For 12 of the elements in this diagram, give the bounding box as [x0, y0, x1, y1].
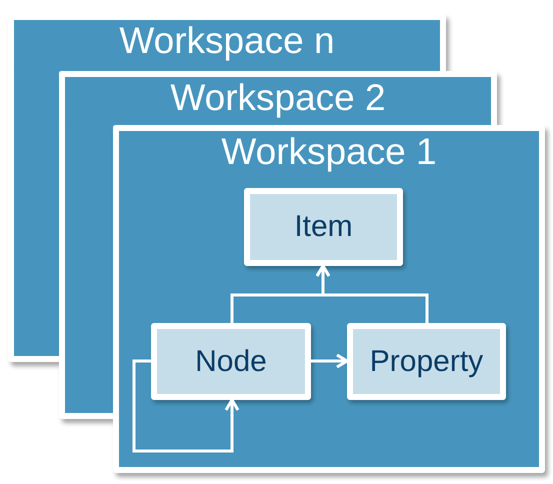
panel-title: Workspace n — [119, 20, 335, 62]
arrow — [316, 264, 428, 323]
entity-box — [151, 323, 311, 400]
box-label: Item — [294, 210, 353, 244]
panel-title: Workspace 2 — [170, 77, 386, 119]
box-label: Node — [195, 344, 267, 378]
arrow — [311, 354, 348, 368]
box-label: Property — [370, 344, 484, 378]
entity-box — [347, 323, 506, 400]
loop-arrow — [132, 360, 240, 452]
entity-box — [244, 188, 403, 266]
panel-title: Workspace 1 — [221, 131, 437, 173]
